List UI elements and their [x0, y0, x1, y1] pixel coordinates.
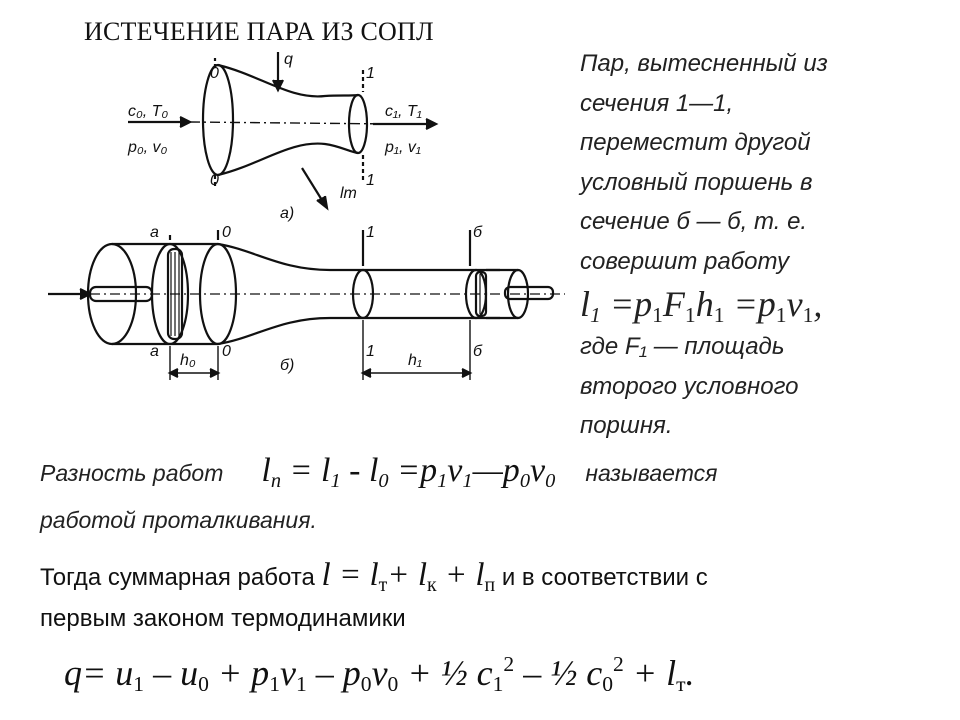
label-q: q: [284, 51, 293, 68]
total-work-line: Тогда суммарная работа l = lт+ lк + lп и…: [40, 558, 708, 595]
push-work-formula: lп = l1 - l0 =p1v1—p0v0: [261, 452, 556, 492]
explanation-line: где F₁ — площадь: [580, 333, 785, 360]
label-c1-t1: c₁, T₁: [385, 103, 422, 120]
explanation-line: совершит работу: [580, 247, 789, 275]
explanation-text: Пар, вытесненный из сечения 1—1, перемес…: [580, 44, 952, 446]
explanation-line: условный поршень в: [580, 168, 813, 196]
section-1-lower-top: 1: [366, 224, 375, 241]
push-work-suffix: называется: [585, 460, 718, 486]
push-work-label: Разность работ: [40, 460, 224, 486]
label-fig-b: б): [280, 357, 294, 374]
nozzle-diagram: q c₀, T₀ p₀, v₀ c₁, T₁ p₁, v₁ lт а) б) 0…: [48, 51, 565, 380]
explanation-line: поршня.: [580, 412, 673, 439]
total-work-prefix: Тогда суммарная работа: [40, 564, 315, 591]
push-work-line2: работой проталкивания.: [40, 507, 317, 533]
explanation-line: сечение б — б, т. е.: [580, 208, 808, 235]
total-work-suffix: и в соответствии с: [501, 564, 708, 591]
section-0-lower-top: 0: [222, 224, 231, 241]
section-b-bottom: б: [473, 343, 483, 360]
explanation-line: сечения 1—1,: [580, 89, 734, 117]
section-1-lower-bottom: 1: [366, 343, 375, 360]
label-h0: h₀: [180, 352, 196, 369]
section-b-top: б: [473, 224, 483, 241]
energy-equation: q= u1 – u0 + p1v1 – p0v0 + ½ c12 – ½ c02…: [64, 652, 695, 696]
section-0-lower-bottom: 0: [222, 343, 231, 360]
section-1-top: 1: [366, 65, 375, 82]
label-c0-t0: c₀, T₀: [128, 103, 168, 120]
push-work-line: Разность работ lп = l1 - l0 =p1v1—p0v0 н…: [40, 452, 718, 492]
total-work-line2: первым законом термодинамики: [40, 605, 406, 632]
work-formula: l1 =p1F1h1 =p1v1,: [580, 284, 823, 327]
section-0-bottom: 0: [210, 172, 219, 189]
page-title: ИСТЕЧЕНИЕ ПАРА ИЗ СОПЛ: [84, 17, 434, 46]
label-lt: lт: [340, 185, 357, 202]
label-p1-v1: p₁, v₁: [384, 139, 421, 156]
label-fig-a: а): [280, 205, 294, 222]
label-p0-v0: p₀, v₀: [127, 139, 168, 156]
explanation-line: переместит другой: [580, 129, 811, 156]
section-a-top: а: [150, 224, 159, 241]
section-1-bottom: 1: [366, 172, 375, 189]
explanation-line: Пар, вытесненный из: [580, 50, 828, 77]
label-h1: h₁: [408, 352, 422, 369]
section-0-top: 0: [210, 65, 219, 82]
section-a-bottom: а: [150, 343, 159, 360]
total-work-formula: l = lт+ lк + lп: [321, 557, 496, 596]
explanation-line: второго условного: [580, 372, 799, 400]
